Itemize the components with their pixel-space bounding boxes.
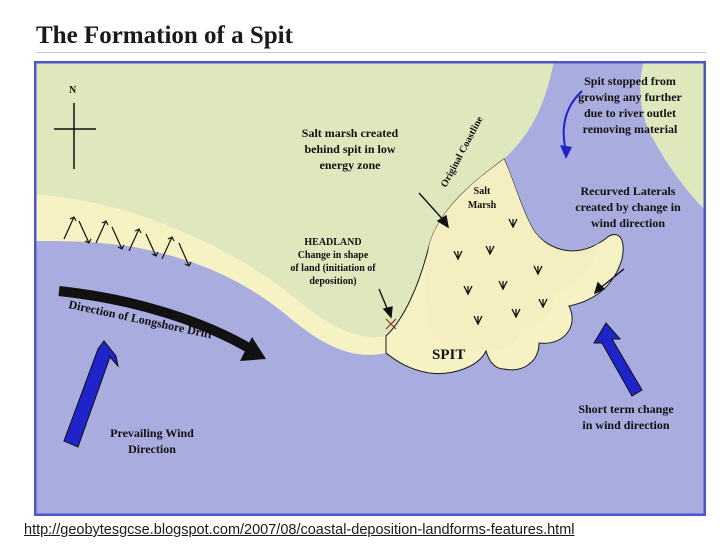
svg-text:Salt: Salt bbox=[474, 186, 491, 197]
right-land bbox=[640, 61, 706, 211]
mainland bbox=[34, 61, 554, 337]
svg-text:Spit stopped from: Spit stopped from bbox=[584, 74, 676, 88]
svg-text:Salt marsh created: Salt marsh created bbox=[302, 126, 399, 140]
headland-note: HEADLAND Change in shape of land (initia… bbox=[290, 237, 376, 287]
spit-label: SPIT bbox=[432, 347, 465, 363]
salt-marsh-area bbox=[425, 159, 599, 351]
north-label: N bbox=[69, 85, 77, 96]
page-title: The Formation of a Spit bbox=[36, 22, 293, 49]
marsh-vegetation bbox=[453, 218, 548, 326]
svg-text:behind spit in low: behind spit in low bbox=[304, 142, 395, 156]
longshore-drift-arrow bbox=[58, 286, 266, 361]
beach-strip bbox=[34, 194, 386, 355]
svg-text:HEADLAND: HEADLAND bbox=[304, 237, 361, 248]
river-outlet-arrow bbox=[560, 90, 583, 159]
short-term-wind-note: Short term change in wind direction bbox=[578, 402, 674, 432]
svg-text:deposition): deposition) bbox=[309, 276, 356, 287]
prevailing-wind-arrow bbox=[63, 340, 119, 448]
recurved-laterals-note: Recurved Laterals created by change in w… bbox=[575, 184, 681, 230]
headland-marker bbox=[385, 318, 397, 330]
svg-text:energy zone: energy zone bbox=[320, 158, 382, 172]
svg-text:growing any further: growing any further bbox=[578, 90, 682, 104]
svg-text:removing material: removing material bbox=[583, 122, 678, 136]
svg-text:Marsh: Marsh bbox=[468, 200, 497, 211]
svg-text:of land (initiation of: of land (initiation of bbox=[290, 263, 376, 274]
svg-text:created by change in: created by change in bbox=[575, 200, 681, 214]
svg-text:Short term change: Short term change bbox=[578, 402, 674, 416]
svg-text:wind direction: wind direction bbox=[591, 216, 665, 230]
svg-text:Direction: Direction bbox=[128, 442, 176, 456]
source-link[interactable]: http://geobytesgcse.blogspot.com/2007/08… bbox=[24, 522, 575, 538]
north-compass: N bbox=[54, 85, 96, 169]
title-divider bbox=[36, 52, 706, 53]
diagram-frame bbox=[34, 61, 706, 516]
svg-text:Change in shape: Change in shape bbox=[298, 250, 369, 261]
prevailing-wind-note: Prevailing Wind Direction bbox=[110, 426, 194, 456]
svg-text:Prevailing Wind: Prevailing Wind bbox=[110, 426, 194, 440]
salt-marsh-label: Salt Marsh bbox=[468, 186, 497, 211]
svg-text:Recurved Laterals: Recurved Laterals bbox=[581, 184, 676, 198]
spit-stopped-note: Spit stopped from growing any further du… bbox=[578, 74, 682, 136]
beach-arrows bbox=[63, 216, 192, 267]
salt-marsh-note: Salt marsh created behind spit in low en… bbox=[302, 126, 399, 172]
svg-text:due to river outlet: due to river outlet bbox=[584, 106, 676, 120]
short-term-wind-arrow bbox=[593, 322, 643, 397]
pointer-arrows bbox=[378, 192, 625, 319]
spit-diagram: N bbox=[34, 61, 706, 516]
svg-text:in wind direction: in wind direction bbox=[582, 418, 669, 432]
